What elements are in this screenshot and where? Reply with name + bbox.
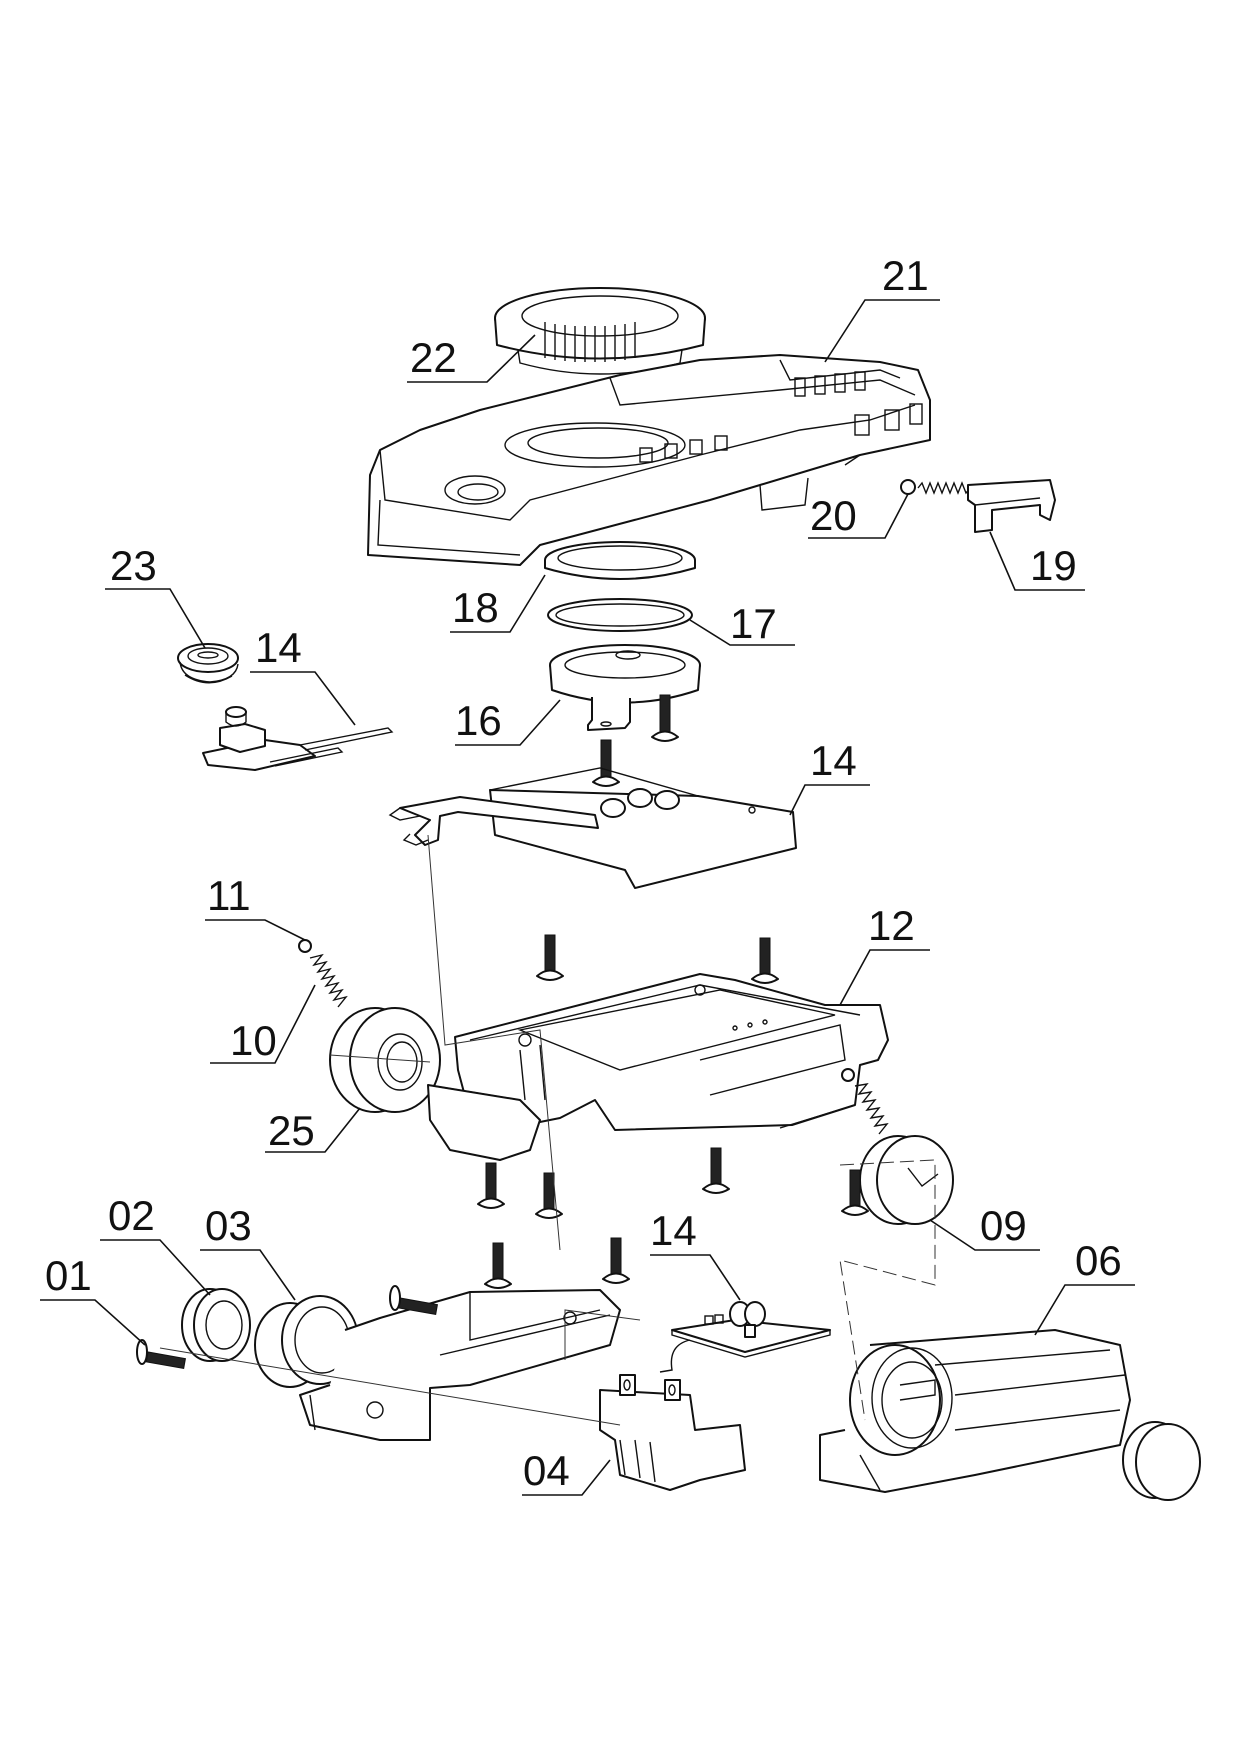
screw xyxy=(484,1242,512,1289)
callout-label-01: 01 xyxy=(45,1252,92,1299)
part-14-circuit-board xyxy=(659,1301,831,1373)
callout-label-14-led-board: 14 xyxy=(810,737,857,784)
assembly-guide-lines xyxy=(159,834,936,1426)
led xyxy=(600,788,680,818)
callout-label-17: 17 xyxy=(730,600,777,647)
screw xyxy=(592,739,620,787)
part-16-lens-holder xyxy=(549,644,701,731)
part-14-push-switch xyxy=(202,706,394,771)
callout-label-18: 18 xyxy=(452,584,499,631)
screw xyxy=(702,1147,730,1194)
screw xyxy=(535,1172,563,1219)
callout-label-11: 11 xyxy=(207,872,251,919)
part-21-top-cover xyxy=(367,354,931,566)
part-11-ball xyxy=(298,939,312,953)
callout-label-02: 02 xyxy=(108,1192,155,1239)
part-20-ball-spring xyxy=(900,479,971,495)
part-17-o-ring xyxy=(547,598,693,632)
callout-label-23: 23 xyxy=(110,542,157,589)
part-19-latch xyxy=(967,479,1056,533)
spring xyxy=(854,1083,889,1135)
leader-lines xyxy=(40,299,1135,1496)
part-25-end-cap xyxy=(329,1007,441,1113)
callout-label-04: 04 xyxy=(523,1447,570,1494)
callout-labels: 22 21 20 19 18 17 16 23 14 14 11 12 10 2… xyxy=(45,252,1122,1494)
part-14-led-board xyxy=(388,767,797,889)
part-22-bezel-ring xyxy=(494,287,706,375)
ball xyxy=(841,1068,855,1082)
vent-slots xyxy=(639,371,923,463)
part-01-screw xyxy=(136,1339,187,1370)
part-06-rear-housing xyxy=(819,1329,1131,1493)
part-04-switch xyxy=(599,1374,746,1491)
screw xyxy=(477,1162,505,1209)
callout-label-12: 12 xyxy=(868,902,915,949)
callout-label-25: 25 xyxy=(268,1107,315,1154)
part-02-ring xyxy=(181,1288,251,1362)
screw xyxy=(751,937,779,984)
knurling xyxy=(544,322,636,362)
screw xyxy=(536,934,564,981)
callout-label-03: 03 xyxy=(205,1202,252,1249)
callout-label-22: 22 xyxy=(410,334,457,381)
end-cap xyxy=(1122,1421,1201,1501)
part-10-spring xyxy=(309,953,348,1008)
callout-label-10: 10 xyxy=(230,1017,277,1064)
callout-label-06: 06 xyxy=(1075,1237,1122,1284)
callout-label-09: 09 xyxy=(980,1202,1027,1249)
callout-label-21: 21 xyxy=(882,252,929,299)
screw xyxy=(602,1237,630,1284)
part-18-retaining-ring xyxy=(544,541,696,580)
callout-label-14-circuit-board: 14 xyxy=(650,1207,697,1254)
callout-label-16: 16 xyxy=(455,697,502,744)
part-12-base-housing xyxy=(427,973,889,1161)
part-03-front-housing xyxy=(254,1289,621,1441)
part-09-end-cap xyxy=(859,1135,954,1225)
screw xyxy=(389,1285,439,1316)
callout-label-20: 20 xyxy=(810,492,857,539)
callout-label-19: 19 xyxy=(1030,542,1077,589)
screw xyxy=(651,694,679,742)
part-23-button-cap xyxy=(177,643,239,684)
callout-label-14-push-switch: 14 xyxy=(255,624,302,671)
screw xyxy=(841,1169,869,1216)
